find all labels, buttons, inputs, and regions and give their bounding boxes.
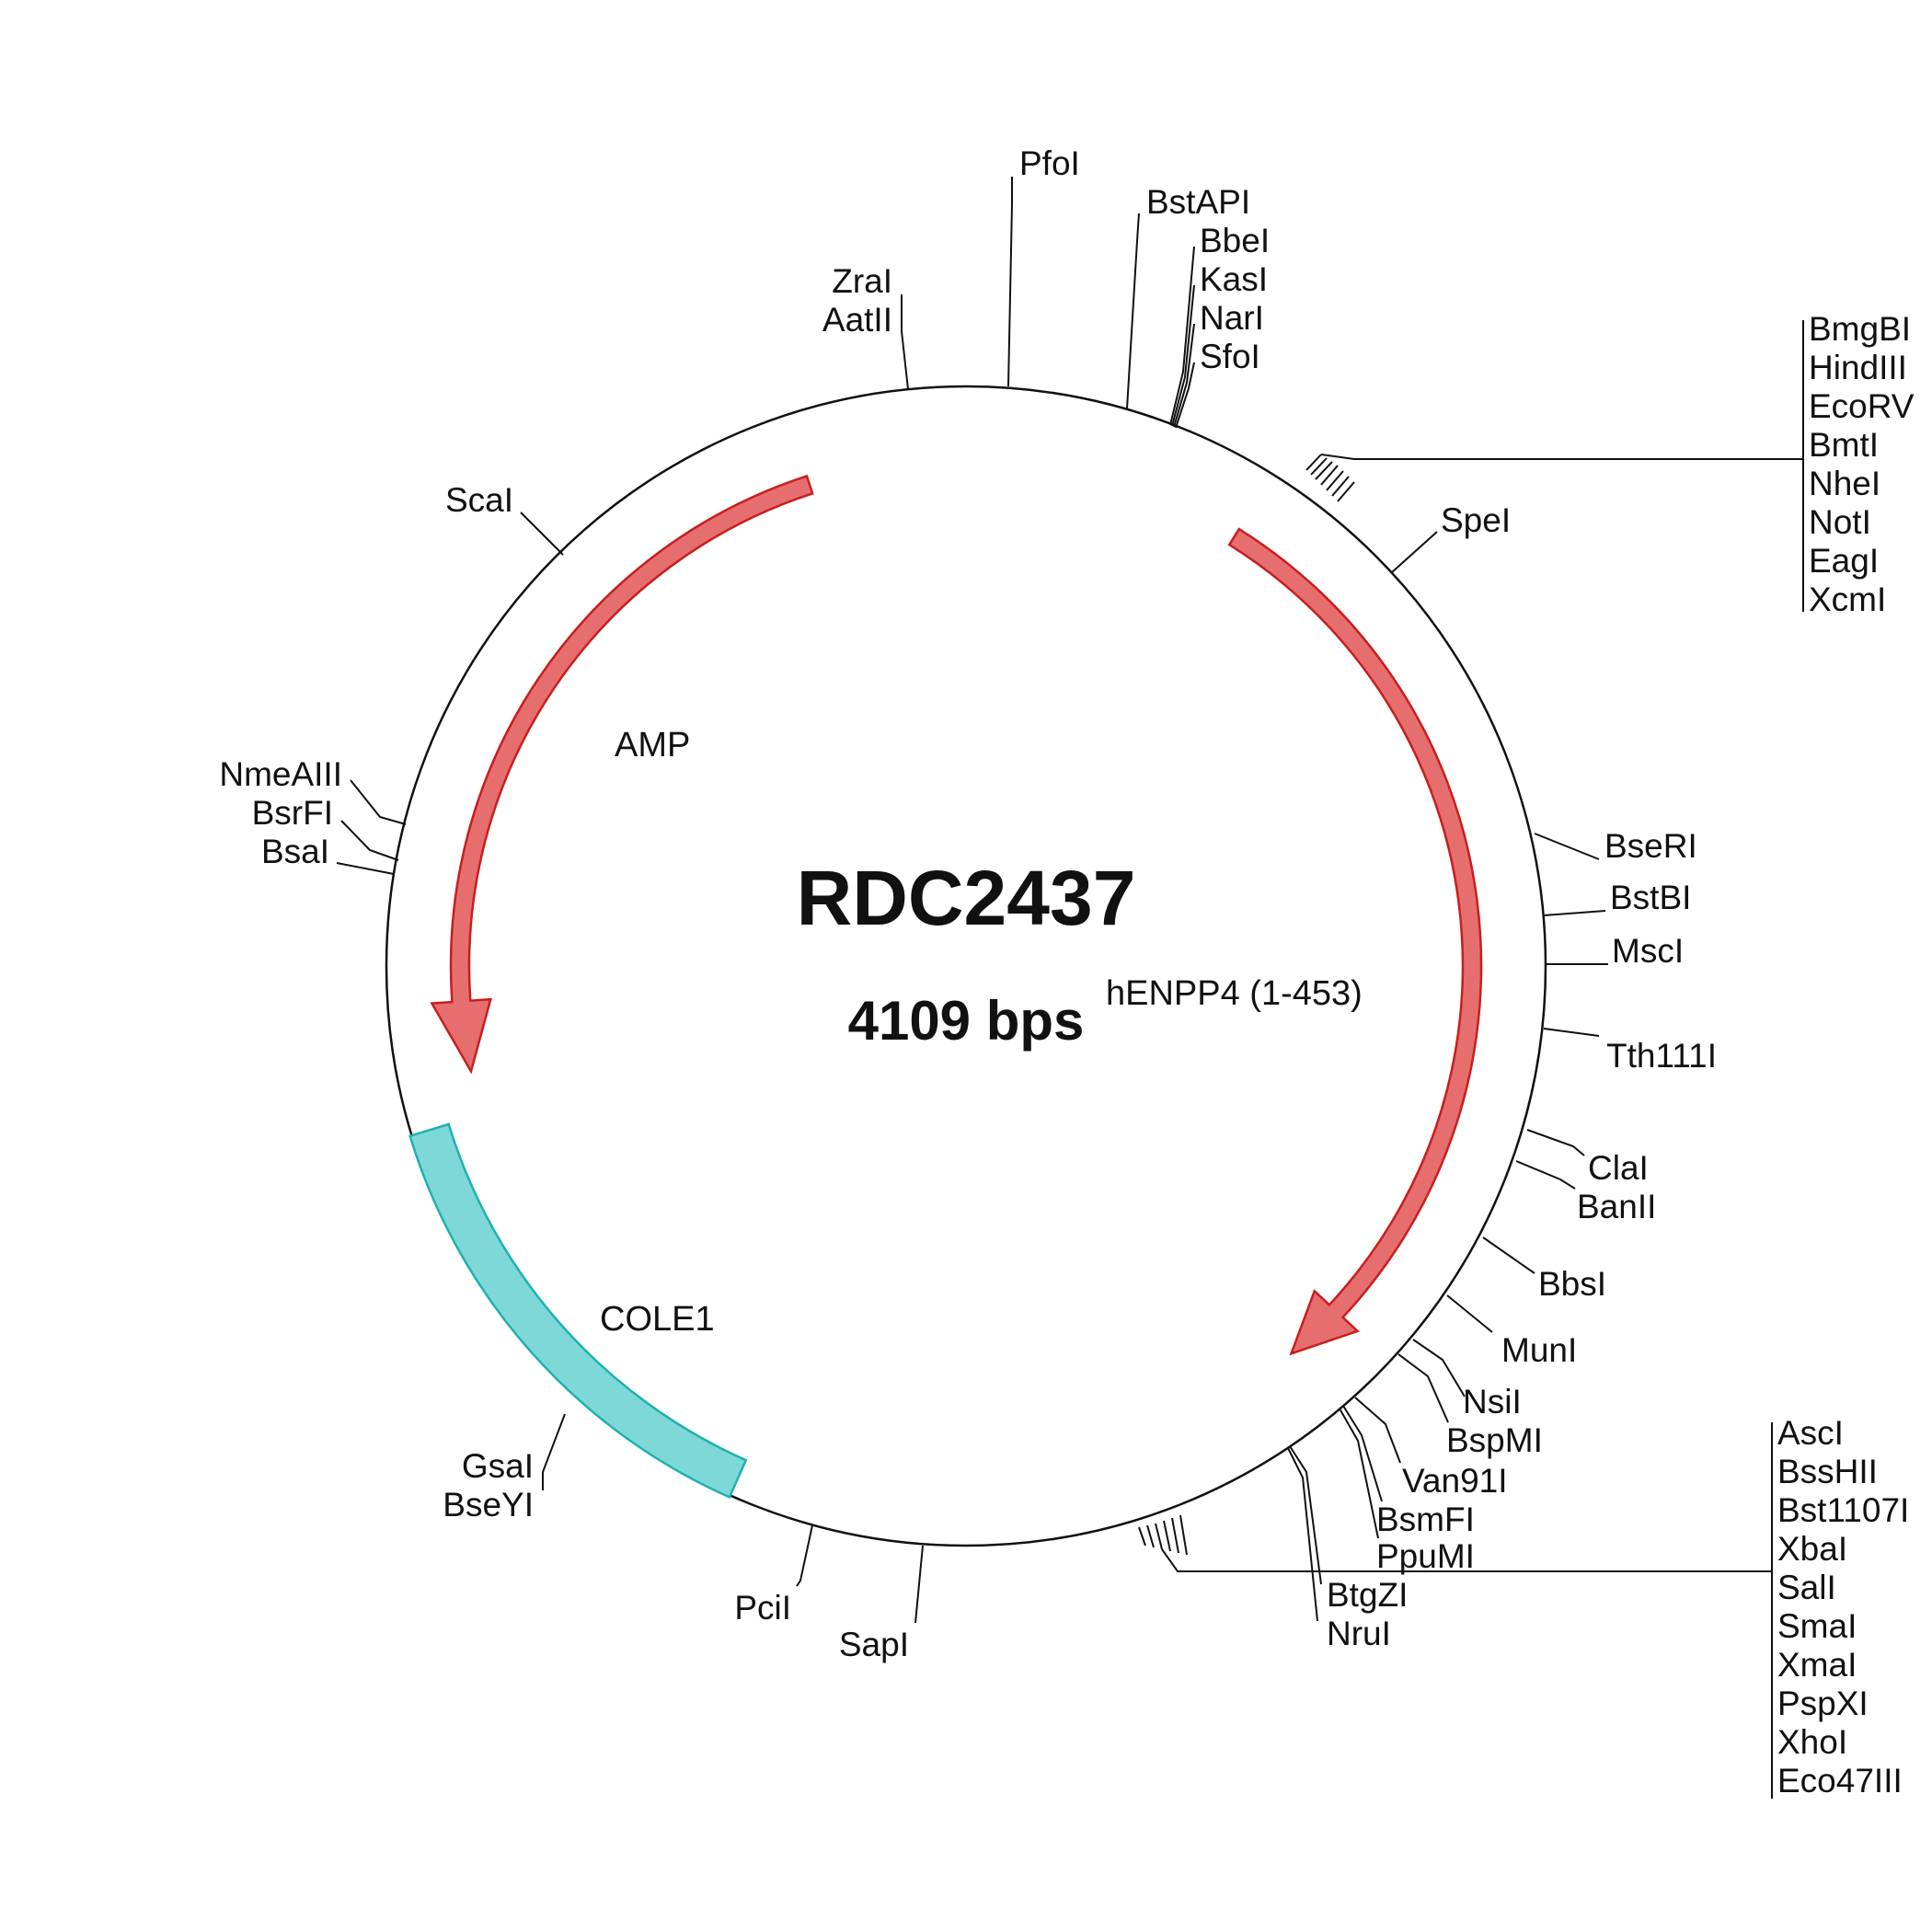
cluster-label: NotI	[1809, 503, 1871, 541]
cluster-label: PspXI	[1777, 1685, 1869, 1722]
cluster-label: BmgBI	[1809, 310, 1911, 348]
site-label-bbsi: BbsI	[1538, 1265, 1606, 1303]
site-marker-ppumi	[1339, 1408, 1379, 1539]
cluster-top-right-labels: BmgBI HindIII EcoRV BmtI NheI NotI EagI …	[1809, 310, 1915, 618]
site-marker-bsmfi	[1342, 1405, 1383, 1502]
site-label-bseri: BseRI	[1604, 827, 1697, 865]
plasmid-name: RDC2437	[797, 855, 1136, 941]
site-label-bsmfi: BsmFI	[1376, 1501, 1475, 1538]
site-label-gsai: GsaI	[462, 1447, 534, 1485]
cluster-label: BssHII	[1777, 1453, 1878, 1490]
site-cluster-bottom-right	[1138, 1422, 1773, 1799]
site-marker-bsai	[336, 862, 395, 875]
site-marker-nsii	[1412, 1339, 1466, 1397]
site-marker-gsai-bseyi	[542, 1413, 566, 1490]
site-label-bsrfi: BsrFI	[252, 794, 333, 832]
site-label-nmeaiii: NmeAIII	[219, 755, 342, 793]
site-label-nsii: NsiI	[1463, 1383, 1522, 1420]
site-marker-pfoi	[1007, 177, 1013, 387]
cluster-label: XhoI	[1777, 1723, 1847, 1761]
site-label-bsai: BsaI	[261, 833, 329, 870]
cluster-label: HindIII	[1809, 349, 1907, 386]
amp-feature-arrow	[430, 474, 814, 1075]
henpp4-label: hENPP4 (1-453)	[1106, 974, 1363, 1013]
site-marker-spei	[1391, 531, 1438, 573]
site-label-ppumi: PpuMI	[1376, 1537, 1475, 1575]
site-marker-sapi	[914, 1545, 924, 1624]
site-label-spei: SpeI	[1441, 501, 1511, 539]
site-marker-btgzi	[1289, 1445, 1322, 1585]
site-label-bstapi: BstAPI	[1146, 183, 1250, 221]
site-label-bspmi: BspMI	[1446, 1421, 1543, 1459]
site-marker-bstapi	[1126, 213, 1140, 409]
cluster-label: EcoRV	[1809, 387, 1915, 425]
site-marker-kasi	[1171, 284, 1195, 427]
site-label-van91i: Van91I	[1402, 1462, 1508, 1500]
site-label-pcii: PciI	[734, 1589, 791, 1627]
site-marker-banii	[1515, 1160, 1576, 1190]
site-label-zrai: ZraI	[832, 262, 892, 300]
henpp4-feature-arrow	[1227, 527, 1483, 1356]
site-label-muni: MunI	[1501, 1331, 1577, 1369]
cole1-label: COLE1	[600, 1300, 715, 1339]
plasmid-size: 4109 bps	[848, 990, 1085, 1052]
site-marker-nrui	[1287, 1447, 1318, 1622]
site-marker-bbei	[1169, 246, 1195, 426]
cluster-label: XcmI	[1809, 581, 1886, 618]
site-label-bseyi: BseYI	[443, 1486, 534, 1524]
cluster-label: NheI	[1809, 465, 1880, 502]
cluster-label: SalI	[1777, 1569, 1836, 1606]
site-label-pfoi: PfoI	[1019, 144, 1080, 182]
site-marker-muni	[1446, 1294, 1493, 1333]
site-label-bbei: BbeI	[1200, 222, 1270, 259]
site-marker-bbsi	[1482, 1236, 1535, 1274]
site-label-nrui: NruI	[1327, 1615, 1391, 1652]
site-label-tth111i: Tth111I	[1606, 1037, 1717, 1075]
cole1-feature-bar	[408, 1122, 748, 1500]
site-marker-nmeaiii	[350, 779, 407, 825]
site-label-btgzi: BtgZI	[1327, 1576, 1408, 1614]
site-marker-van91i	[1354, 1397, 1401, 1464]
site-label-scai: ScaI	[445, 481, 513, 519]
amp-label: AMP	[615, 726, 690, 765]
plasmid-backbone	[385, 385, 1547, 1547]
site-label-bstbi: BstBI	[1610, 879, 1691, 916]
site-label-clai: ClaI	[1588, 1149, 1649, 1187]
cluster-label: XmaI	[1777, 1646, 1857, 1684]
site-label-msci: MscI	[1612, 932, 1684, 970]
cluster-label: Bst1107I	[1777, 1491, 1909, 1529]
site-cluster-top-right	[1305, 320, 1804, 612]
site-marker-nari	[1173, 323, 1195, 428]
site-label-sapi: SapI	[839, 1626, 909, 1663]
site-label-sfoi: SfoI	[1200, 338, 1260, 375]
site-marker-sfoi	[1175, 362, 1195, 429]
site-marker-bspmi	[1397, 1353, 1449, 1423]
site-label-banii: BanII	[1577, 1188, 1656, 1225]
cluster-label: Eco47III	[1777, 1762, 1903, 1800]
site-marker-zrai-aatii	[901, 294, 909, 390]
site-marker-bseri	[1534, 833, 1600, 860]
site-label-kasi: KasI	[1200, 260, 1268, 298]
site-marker-bsrfi	[340, 820, 399, 861]
site-marker-tth111i	[1543, 1028, 1600, 1037]
site-label-aatii: AatII	[822, 301, 892, 339]
cluster-bottom-right-labels: AscI BssHII Bst1107I XbaI SalI SmaI XmaI…	[1777, 1414, 1909, 1800]
site-marker-clai	[1526, 1129, 1585, 1156]
site-marker-bstbi	[1543, 910, 1606, 916]
cluster-label: AscI	[1777, 1414, 1844, 1452]
cluster-label: BmtI	[1809, 426, 1879, 464]
cluster-label: EagI	[1809, 542, 1879, 580]
cluster-label: XbaI	[1777, 1530, 1847, 1568]
site-marker-pcii	[796, 1524, 813, 1587]
cluster-label: SmaI	[1777, 1607, 1857, 1645]
site-label-nari: NarI	[1200, 299, 1264, 337]
site-marker-scai	[520, 512, 564, 556]
